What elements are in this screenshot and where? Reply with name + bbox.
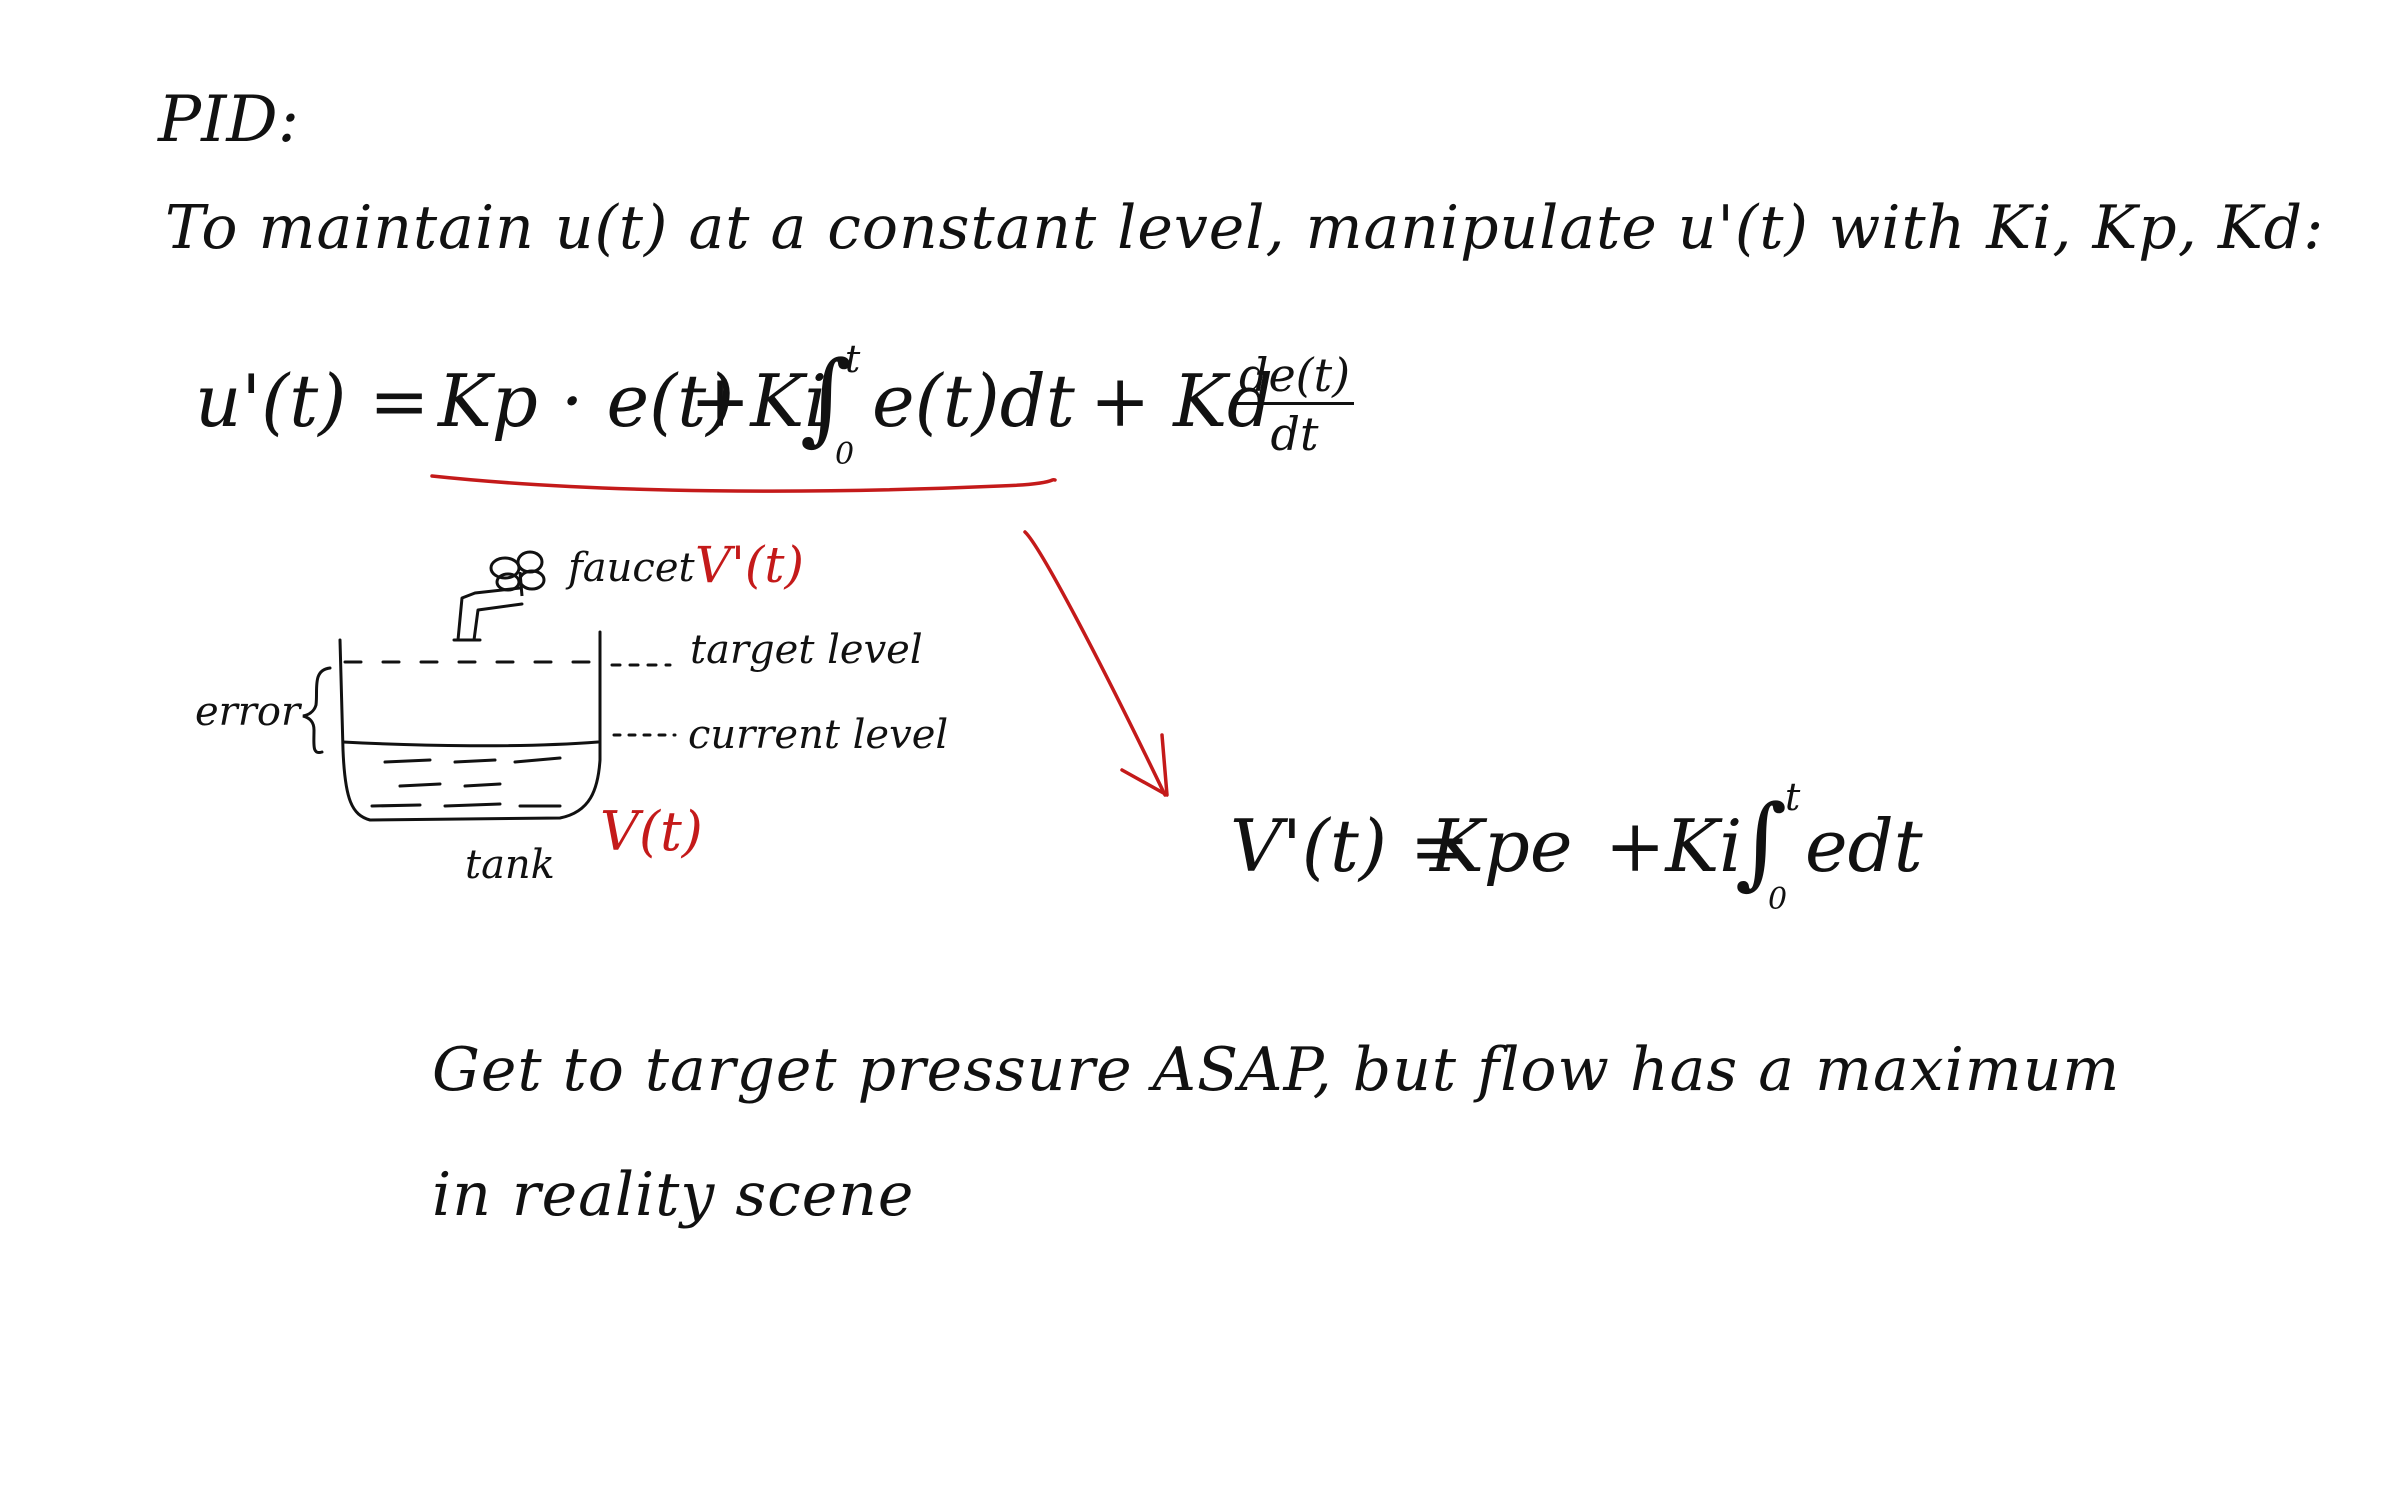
faucet-pipe <box>456 586 524 642</box>
pid-upper-limit: t <box>845 337 861 381</box>
tank-variable: V(t) <box>600 800 703 863</box>
pid-lower-limit: 0 <box>835 437 855 472</box>
pid-d-fraction: de(t) dt <box>1235 352 1355 461</box>
pi-p-term: Kpe <box>1430 804 1573 888</box>
pid-d-coef: + Kd <box>1090 359 1274 443</box>
pid-lhs: u'(t) = <box>195 359 430 443</box>
faucet-label: faucet <box>568 545 695 591</box>
pid-p-term: Kp · e(t) <box>438 359 735 443</box>
current-level-label: current level <box>688 712 949 758</box>
pi-i-body: edt <box>1805 804 1923 888</box>
pid-i-coef: +Ki <box>690 359 828 443</box>
water-surface <box>341 740 600 748</box>
pi-lower-limit: 0 <box>1768 882 1788 917</box>
target-level-label: target level <box>690 627 923 673</box>
pid-integral-sign: ∫ <box>800 339 853 456</box>
note-line-1: Get to target pressure ASAP, but flow ha… <box>432 1035 2121 1105</box>
pi-upper-limit: t <box>1785 775 1801 819</box>
pid-i-body: e(t)dt <box>872 359 1075 443</box>
intro-sentence: To maintain u(t) at a constant level, ma… <box>165 193 2325 263</box>
error-brace <box>302 666 332 755</box>
tank-outline <box>338 630 602 822</box>
water-dashes <box>370 756 562 808</box>
heading: PID: <box>158 83 300 157</box>
faucet-handle-icon <box>489 550 546 597</box>
tank-label: tank <box>465 842 555 888</box>
red-arrow-head <box>1120 733 1169 797</box>
note-line-2: in reality scene <box>432 1160 915 1230</box>
pid-d-denominator: dt <box>1270 407 1319 461</box>
error-label: error <box>195 689 301 735</box>
faucet-variable: V'(t) <box>695 536 804 594</box>
red-arrow-shaft <box>1023 530 1167 797</box>
pi-integral-sign: ∫ <box>1735 783 1788 900</box>
pi-i-coef: +Ki <box>1605 804 1743 888</box>
red-underline <box>430 474 1057 493</box>
pid-d-numerator: de(t) <box>1235 352 1355 405</box>
pi-lhs: V'(t) = <box>1230 804 1471 888</box>
